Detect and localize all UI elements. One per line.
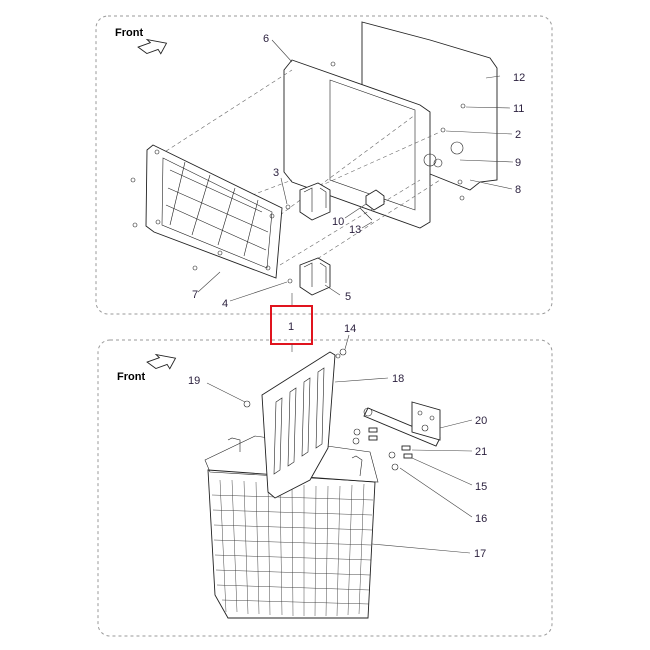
callout-20: 20	[475, 415, 487, 427]
mounting-clamp-plate	[411, 401, 441, 441]
callout-7: 7	[192, 289, 198, 301]
front-label-upper: Front	[115, 27, 143, 39]
upper-panel-frame	[95, 15, 553, 315]
basket-back-panel	[261, 351, 336, 499]
grille	[130, 144, 283, 279]
clip-bracket-upper	[299, 182, 331, 221]
front-label-lower: Front	[117, 371, 145, 383]
upper-panel: Front	[95, 15, 553, 315]
basket	[204, 435, 379, 619]
callout-12: 12	[513, 72, 525, 84]
leaders-lower	[206, 334, 473, 554]
callout-11: 11	[513, 103, 524, 115]
callout-2: 2	[515, 129, 521, 141]
callout-9: 9	[515, 157, 521, 169]
callouts-upper: 6 12 11 2 9 8 3 10 13 7 4 5	[192, 33, 525, 310]
front-arrow-icon-lower	[146, 353, 177, 370]
screw-4	[287, 278, 293, 284]
callout-19: 19	[188, 375, 200, 387]
callout-21: 21	[475, 446, 487, 458]
callout-13: 13	[349, 224, 361, 236]
callout-6: 6	[263, 33, 269, 45]
callout-1: 1	[288, 321, 294, 333]
callout-16: 16	[475, 513, 487, 525]
bolts-washers	[243, 348, 413, 471]
assembly-callout: 1	[270, 293, 313, 352]
clip-bracket-lower	[299, 257, 331, 296]
callout-15: 15	[475, 481, 487, 493]
callout-10: 10	[332, 216, 344, 228]
screw-3	[285, 204, 291, 210]
callout-4: 4	[222, 298, 228, 310]
callout-17: 17	[474, 548, 486, 560]
callout-3: 3	[273, 167, 279, 179]
leaders-upper	[197, 39, 514, 302]
callouts-lower: 14 19 18 20 21 15 16 17	[188, 323, 487, 560]
front-arrow-icon-upper	[137, 38, 168, 55]
callout-18: 18	[392, 373, 404, 385]
assembly-highlight-box	[270, 305, 313, 345]
lower-panel: Front	[97, 323, 553, 637]
callout-5: 5	[345, 291, 351, 303]
callout-8: 8	[515, 184, 521, 196]
callout-14: 14	[344, 323, 356, 335]
lower-panel-frame	[97, 339, 553, 637]
screws-upper-right	[330, 61, 466, 201]
